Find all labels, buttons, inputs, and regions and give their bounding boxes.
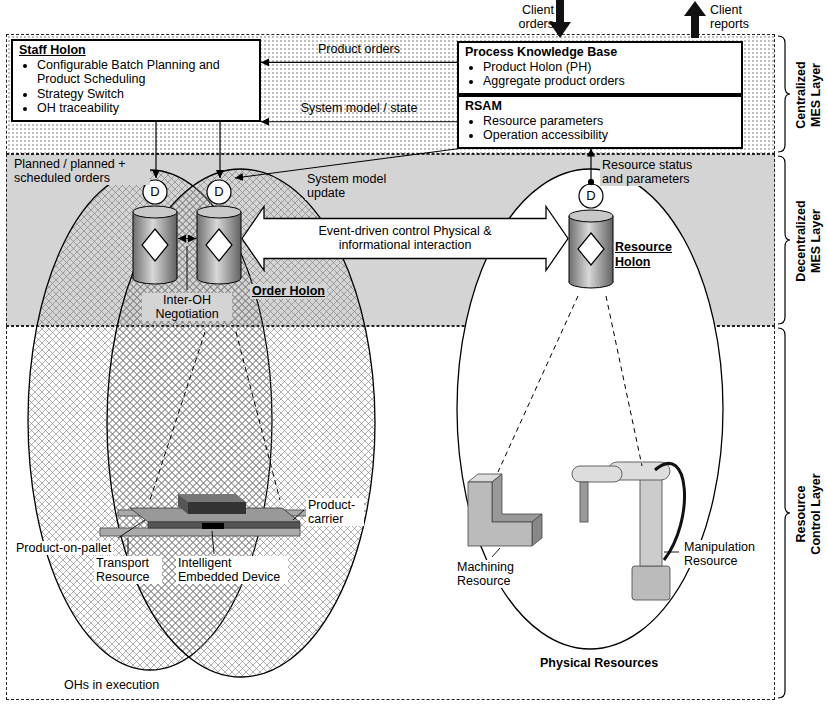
bullet-item: Strategy Switch <box>37 87 253 102</box>
bullet-item: OH traceability <box>37 101 253 116</box>
holon-label: Resource Holon <box>615 240 687 269</box>
part-label: Manipulation Resource <box>682 540 766 568</box>
layer-label: Resource Control Layer <box>794 469 823 559</box>
part-label: Transport Resource <box>94 556 162 584</box>
edge-label-box: System model update <box>305 172 397 200</box>
connector <box>261 62 457 63</box>
data-letter: D <box>207 180 231 204</box>
label-box: Intelligent Embedded Device <box>176 556 288 584</box>
part-label: Client orders <box>500 3 554 31</box>
box-heading: Process Knowledge Base <box>465 45 735 60</box>
holon-name: Order Holon <box>250 284 327 299</box>
part-label: Client reports <box>710 3 764 31</box>
holon-database: D <box>196 178 242 288</box>
layer-brace <box>778 36 790 152</box>
box-heading: RSAM <box>465 99 735 114</box>
block-arrow <box>242 207 568 271</box>
connector <box>155 122 156 179</box>
bullet-list: Configurable Batch Planning and Product … <box>19 58 253 116</box>
product-carrier <box>130 494 300 529</box>
bullet-list: Resource parametersOperation accessibili… <box>465 114 735 143</box>
holon-name: Resource Holon <box>615 240 687 269</box>
staff-holon-box: Staff HolonConfigurable Batch Planning a… <box>11 39 261 122</box>
bullet-item: Product Holon (PH) <box>483 60 735 75</box>
connector <box>219 122 220 179</box>
layer-brace <box>778 328 790 698</box>
layer-braces <box>778 36 790 698</box>
holon-projection-lines <box>150 296 642 500</box>
edge-label: Product orders <box>262 42 456 56</box>
edge-label: Resource status and parameters <box>600 158 718 186</box>
label-box: Product-carrier <box>306 498 364 526</box>
layer-label: Centralized MES Layer <box>794 50 823 140</box>
layer-name: Decentralized MES Layer <box>794 191 823 291</box>
label-box: Machining Resource <box>455 560 529 588</box>
layer-label: Decentralized MES Layer <box>794 191 823 291</box>
edge-label-box: Product orders <box>262 42 456 56</box>
connector <box>261 121 457 122</box>
bullet-list: Product Holon (PH)Aggregate product orde… <box>465 60 735 89</box>
edge-label-box: System model / state <box>262 101 456 115</box>
rsam-box: RSAMResource parametersOperation accessi… <box>457 95 743 149</box>
part-label: Machining Resource <box>455 560 529 588</box>
label-box: Product-on-pallet <box>14 541 126 555</box>
data-symbol: D <box>579 184 603 208</box>
edge-label: System model update <box>305 172 397 200</box>
edge-label: System model / state <box>262 101 456 115</box>
layer-name: Resource Control Layer <box>794 469 823 559</box>
edge-label-box: Inter-OH Negotiation <box>142 293 232 321</box>
client-reports-arrow <box>684 1 706 38</box>
label-box: Manipulation Resource <box>682 540 766 568</box>
edge-label-box: Planned / planned + scheduled orders <box>12 157 150 185</box>
holon-database: D <box>568 182 614 292</box>
label-box: OHs in execution <box>64 678 184 692</box>
holon-database: D <box>132 178 178 288</box>
part-label: Intelligent Embedded Device <box>176 556 288 584</box>
connector <box>178 238 196 239</box>
layer-name: Centralized MES Layer <box>794 50 823 140</box>
bullet-item: Aggregate product orders <box>483 74 735 89</box>
data-letter: D <box>579 184 603 208</box>
bullet-item: Configurable Batch Planning and Product … <box>37 58 253 87</box>
manipulation-resource <box>572 462 685 600</box>
layer-brace <box>778 156 790 324</box>
machining-resource <box>468 474 542 546</box>
box-heading: Staff Holon <box>19 43 253 58</box>
bullet-item: Operation accessibility <box>483 128 735 143</box>
transport-resource <box>100 510 318 536</box>
edge-label-box: Resource status and parameters <box>600 158 718 186</box>
edge-label: Planned / planned + scheduled orders <box>12 157 150 185</box>
data-symbol: D <box>207 180 231 204</box>
label-box: Physical Resources <box>540 656 680 670</box>
edge-label: Event-driven control Physical & informat… <box>300 224 510 252</box>
bullet-item: Resource parameters <box>483 114 735 129</box>
label-box: Transport Resource <box>94 556 162 584</box>
leader-lines <box>118 246 679 557</box>
knowledge-base-box: Process Knowledge BaseProduct Holon (PH)… <box>457 41 743 95</box>
label-box: Client reports <box>710 3 764 31</box>
part-label: OHs in execution <box>64 678 184 692</box>
connector <box>590 149 591 183</box>
label-box: Client orders <box>500 3 554 31</box>
part-label: Product-on-pallet <box>14 541 113 555</box>
edge-label-box: Event-driven control Physical & informat… <box>300 224 510 252</box>
part-label: Product-carrier <box>306 498 364 526</box>
holon-label: Order Holon <box>250 284 350 299</box>
part-label: Physical Resources <box>540 656 680 670</box>
edge-label: Inter-OH Negotiation <box>142 293 232 321</box>
